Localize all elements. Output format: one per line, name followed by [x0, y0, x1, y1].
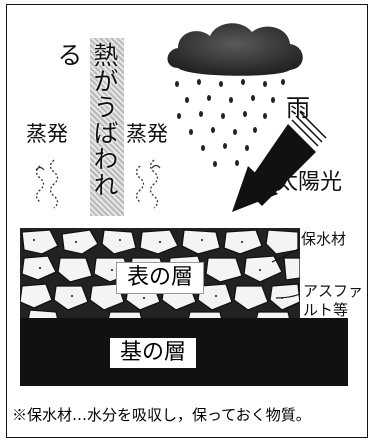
cloud-icon — [167, 23, 303, 76]
sunlight-label: 太陽光 — [276, 170, 343, 195]
steam-wave-icon — [135, 159, 161, 209]
evaporation-label-right: 蒸発 — [126, 122, 168, 146]
steam-wave-icon — [35, 159, 59, 209]
evaporation-label-left: 蒸発 — [26, 122, 68, 146]
surface-stone-layer — [20, 228, 300, 320]
heat-loss-label: 熱がうばわれる — [54, 42, 119, 198]
heat-loss-label-band: 熱がうばわれる — [54, 38, 124, 216]
asphalt-label-line2: ルト等 — [303, 301, 349, 319]
surface-layer-label: 表の層 — [116, 262, 205, 294]
footnote: ※保水材…水分を吸収し，保っておく物質。 — [12, 406, 311, 424]
leader-lines — [271, 247, 301, 299]
base-layer-label: 基の層 — [110, 338, 197, 368]
sun-arrow-icon — [232, 112, 327, 212]
water-material-label: ※保水材 — [286, 230, 347, 248]
rain-label: 雨 — [286, 94, 310, 122]
asphalt-label-line1: アスファ — [303, 282, 364, 300]
raindrop-icon — [175, 79, 285, 167]
